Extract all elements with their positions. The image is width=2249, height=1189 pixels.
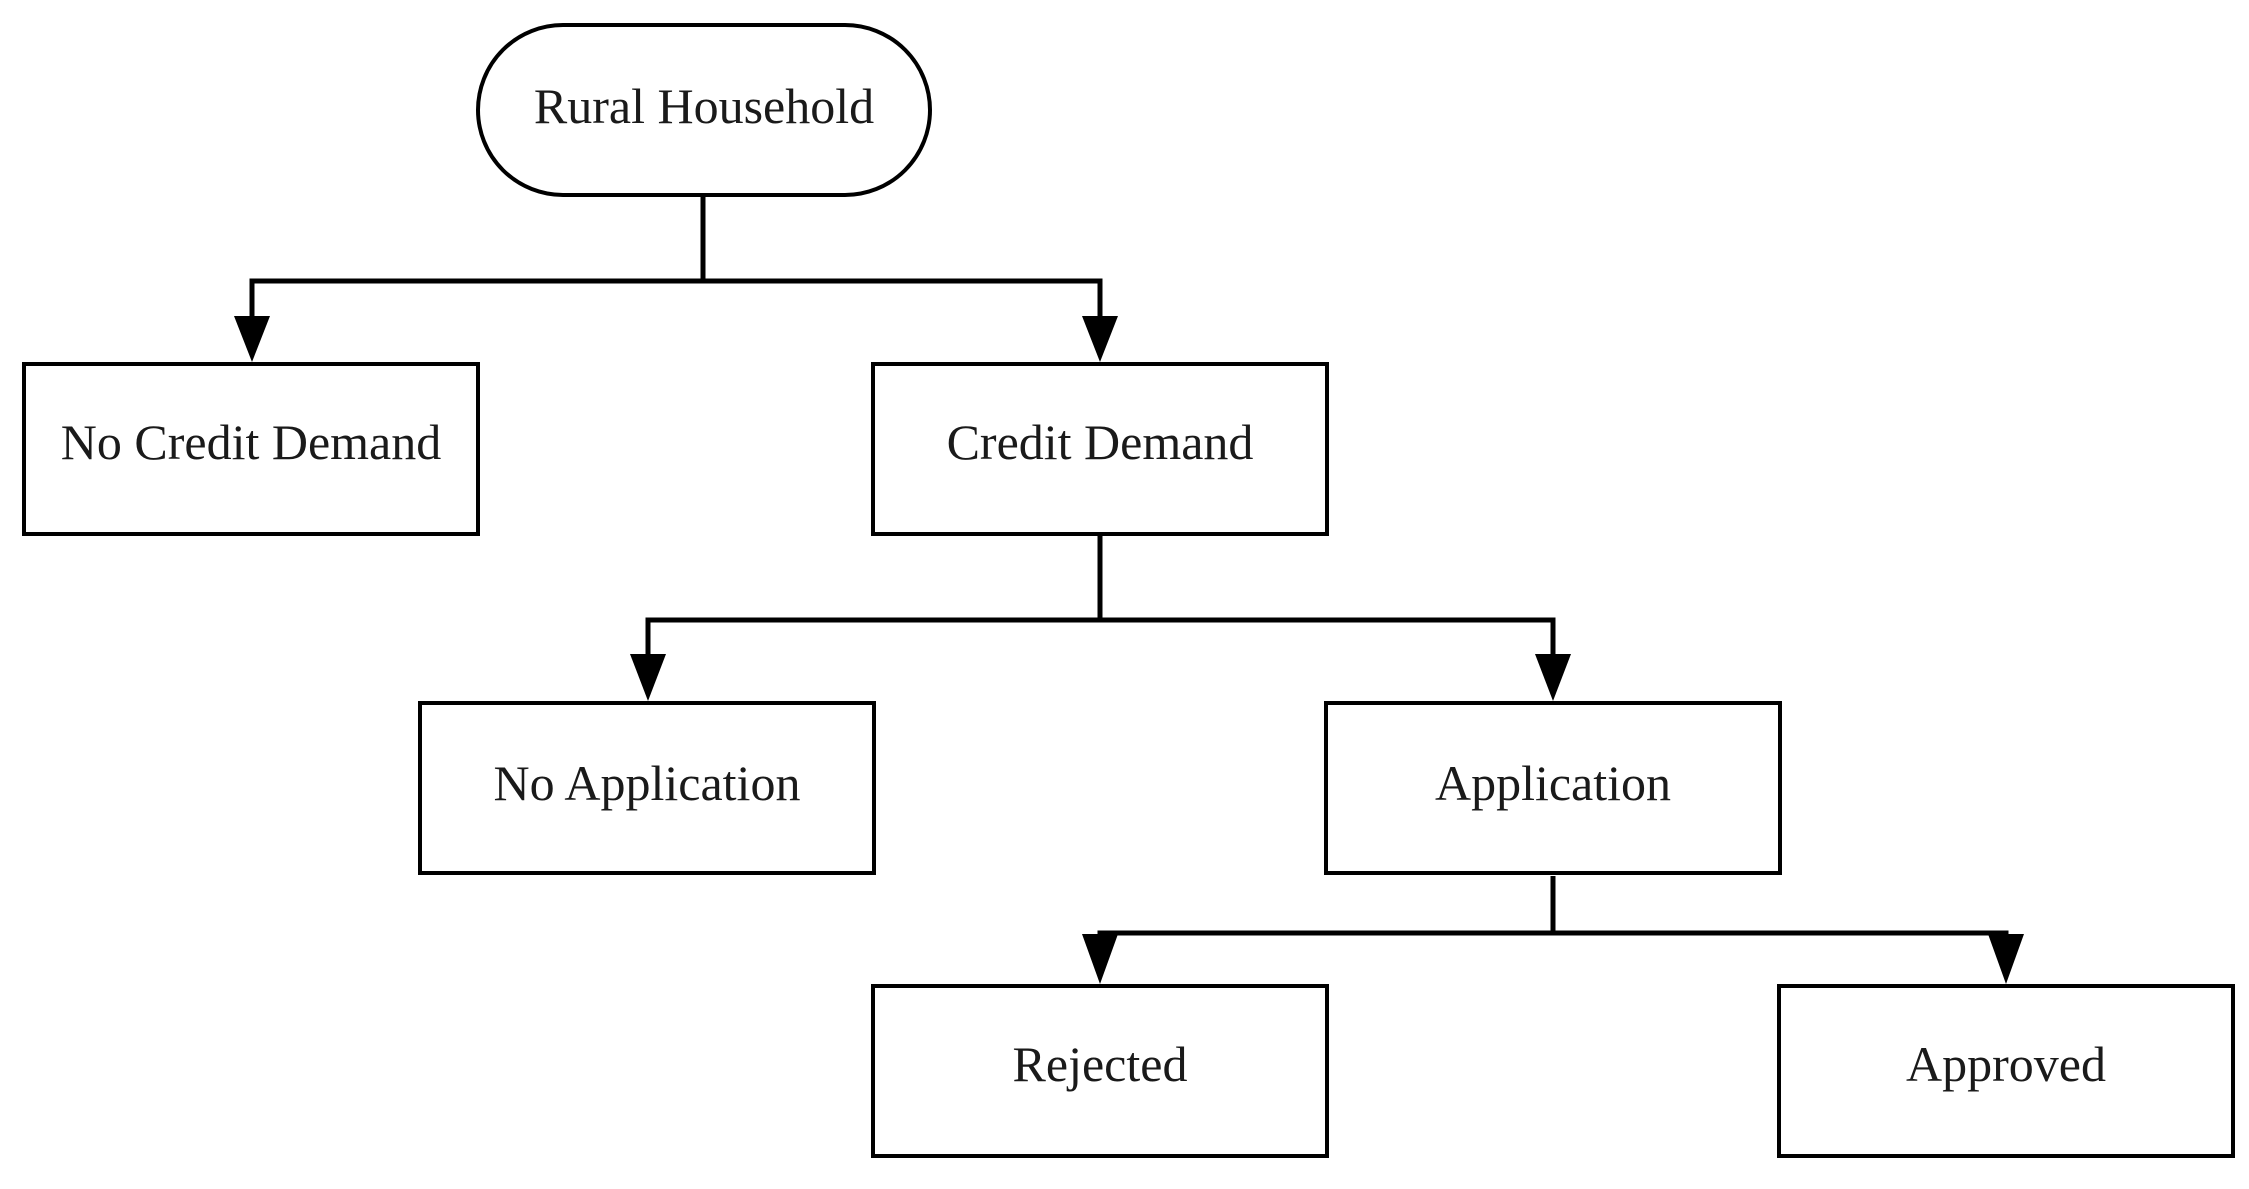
arrowhead-approved — [1988, 934, 2024, 984]
node-no-credit-demand-label: No Credit Demand — [61, 414, 441, 470]
node-no-credit-demand: No Credit Demand — [22, 362, 480, 536]
node-credit-demand: Credit Demand — [871, 362, 1329, 536]
node-approved: Approved — [1777, 984, 2235, 1158]
node-no-application: No Application — [418, 701, 876, 875]
arrowhead-no-application — [630, 654, 666, 701]
node-credit-demand-label: Credit Demand — [947, 414, 1254, 470]
node-no-credit-demand-shape — [22, 362, 480, 536]
edge-application-to-rejected — [1097, 876, 1556, 948]
edge-credit-demand-branches — [630, 536, 1571, 701]
node-credit-demand-shape — [871, 362, 1329, 536]
node-rural-household-shape — [476, 23, 932, 197]
node-no-application-label: No Application — [494, 755, 801, 811]
node-application: Application — [1324, 701, 1782, 875]
arrowhead-rejected — [1082, 934, 1118, 984]
node-approved-label: Approved — [1906, 1036, 2106, 1092]
node-rural-household-label: Rural Household — [534, 78, 874, 134]
edge-credit-demand-to-no-application — [645, 536, 1103, 658]
arrowhead-no-credit-demand — [234, 316, 270, 362]
node-rejected-shape — [871, 984, 1329, 1158]
arrowhead-credit-demand — [1082, 316, 1118, 362]
node-rejected: Rejected — [871, 984, 1329, 1158]
edge-application-to-approved — [1553, 930, 2009, 948]
arrowhead-application — [1535, 654, 1571, 701]
edge-credit-demand-to-application — [1100, 617, 1556, 658]
node-approved-shape — [1777, 984, 2235, 1158]
node-application-shape — [1324, 701, 1782, 875]
edge-root-to-credit-demand — [703, 278, 1103, 320]
edge-root-to-no-credit-demand — [249, 197, 706, 320]
node-application-label: Application — [1435, 755, 1671, 811]
node-no-application-shape — [418, 701, 876, 875]
node-rejected-label: Rejected — [1013, 1036, 1188, 1092]
edge-root-branches — [234, 197, 1118, 362]
node-rural-household: Rural Household — [476, 23, 932, 197]
edge-application-branches — [1082, 876, 2024, 984]
